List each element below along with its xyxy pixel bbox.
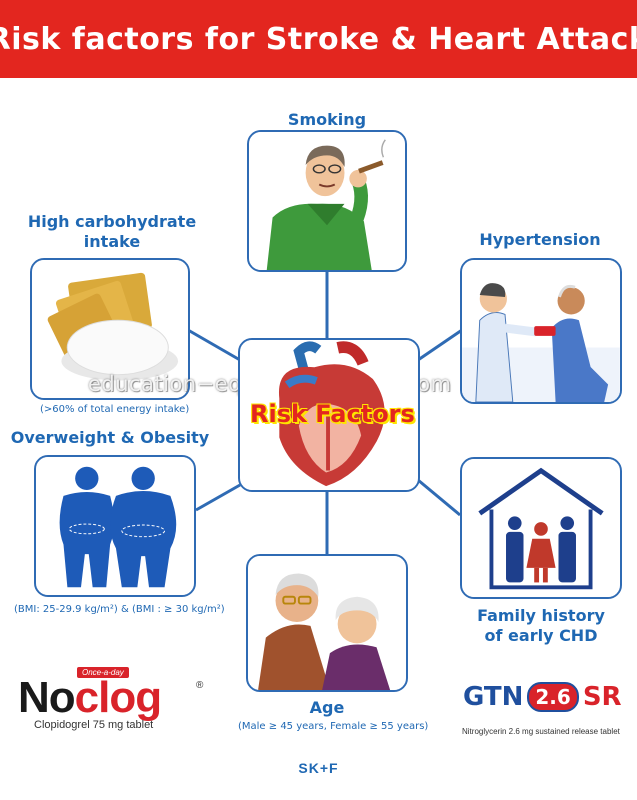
noclog-registered-mark: ® xyxy=(196,680,204,691)
smoking-card xyxy=(247,130,407,272)
connector-family xyxy=(417,478,461,517)
gtn-logo-suffix: SR xyxy=(582,682,622,712)
obesity-label: Overweight & Obesity xyxy=(10,428,210,447)
heart-cross-section-illustration xyxy=(240,340,418,490)
gtn-logo-dose: 2.6 xyxy=(527,682,579,712)
carb-card xyxy=(30,258,190,400)
gtn-subtitle: Nitroglycerin 2.6 mg sustained release t… xyxy=(462,727,620,736)
title-banner: Risk factors for Stroke & Heart Attack xyxy=(0,0,637,78)
age-card xyxy=(246,554,408,692)
center-card xyxy=(238,338,420,492)
smoking-label: Smoking xyxy=(287,110,367,129)
hypertension-card xyxy=(460,258,622,404)
carb-label-line2: intake xyxy=(83,232,141,251)
noclog-logo-clog: clog xyxy=(74,673,162,722)
family-label-line2: of early CHD xyxy=(484,626,598,645)
skf-logo: SK+F xyxy=(298,760,339,776)
doctor-patient-illustration xyxy=(462,260,620,402)
smoking-man-illustration xyxy=(249,132,405,270)
page-title: Risk factors for Stroke & Heart Attack xyxy=(0,21,637,57)
connector-hypertension xyxy=(417,328,463,362)
noclog-subtitle: Clopidogrel 75 mg tablet xyxy=(34,719,154,731)
noclog-once-a-day-badge: Once-a-day xyxy=(77,667,129,678)
gtn-logo-name: GTN xyxy=(463,682,524,712)
connector-carb xyxy=(187,328,241,362)
obese-figures-illustration xyxy=(36,457,194,595)
family-card xyxy=(460,457,622,599)
family-house-illustration xyxy=(462,459,620,597)
obesity-note: (BMI: 25-29.9 kg/m²) & (BMI : ≥ 30 kg/m²… xyxy=(14,604,225,615)
connector-obesity xyxy=(195,483,241,512)
carb-label-line1: High carbohydrate xyxy=(27,212,197,231)
center-title: Risk Factors xyxy=(250,400,415,428)
age-label: Age xyxy=(309,698,345,717)
obesity-card xyxy=(34,455,196,597)
carb-note: (>60% of total energy intake) xyxy=(40,404,190,415)
gtn-logo: GTN 2.6 SR xyxy=(463,680,622,714)
family-label-line1: Family history xyxy=(477,606,605,625)
rice-bread-illustration xyxy=(32,260,188,398)
noclog-logo-no: No xyxy=(18,673,76,722)
hypertension-label: Hypertension xyxy=(479,230,601,249)
noclog-logo: Noclog xyxy=(18,673,162,722)
elderly-couple-illustration xyxy=(248,556,406,690)
age-note: (Male ≥ 45 years, Female ≥ 55 years) xyxy=(238,721,429,732)
